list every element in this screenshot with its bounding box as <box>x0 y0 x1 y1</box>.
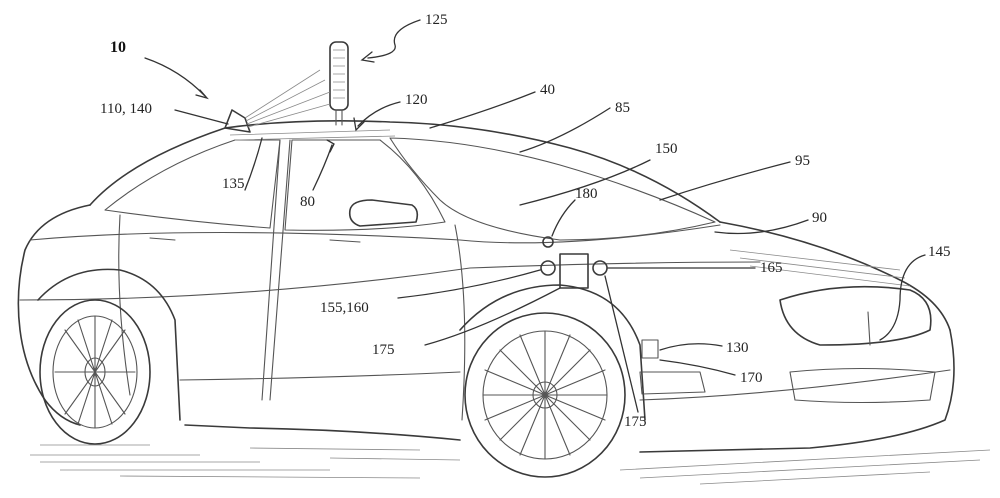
ref-label-150: 150 <box>655 141 678 157</box>
ref-label-95: 95 <box>795 153 810 169</box>
leader-lines <box>144 19 926 413</box>
ref-label-155-160: 155,160 <box>320 300 369 316</box>
ref-label-10: 10 <box>110 39 126 56</box>
ref-label-175-left: 175 <box>372 342 395 358</box>
ref-label-165: 165 <box>760 260 783 276</box>
ref-label-145: 145 <box>928 244 951 260</box>
rear-wheel <box>39 299 151 445</box>
ref-label-175-right: 175 <box>624 414 647 430</box>
roof-sensor <box>329 41 349 126</box>
ref-label-135: 135 <box>222 176 245 192</box>
ref-label-180: 180 <box>575 186 598 202</box>
ref-label-80: 80 <box>300 194 315 210</box>
ref-label-130: 130 <box>726 340 749 356</box>
ref-label-40: 40 <box>540 82 555 98</box>
ref-label-125: 125 <box>425 12 448 28</box>
front-roof-sensor <box>224 69 331 133</box>
ref-label-120: 120 <box>405 92 428 108</box>
reference-numerals: 10 125 110, 140 120 40 85 150 135 80 95 … <box>100 12 951 430</box>
ground-shading <box>30 444 991 485</box>
ref-label-90: 90 <box>812 210 827 226</box>
ref-label-110-140: 110, 140 <box>100 101 152 117</box>
ref-label-170: 170 <box>740 370 763 386</box>
fender-sensors <box>540 236 659 359</box>
car-body <box>17 120 955 453</box>
front-wheel <box>464 312 626 478</box>
ref-label-85: 85 <box>615 100 630 116</box>
